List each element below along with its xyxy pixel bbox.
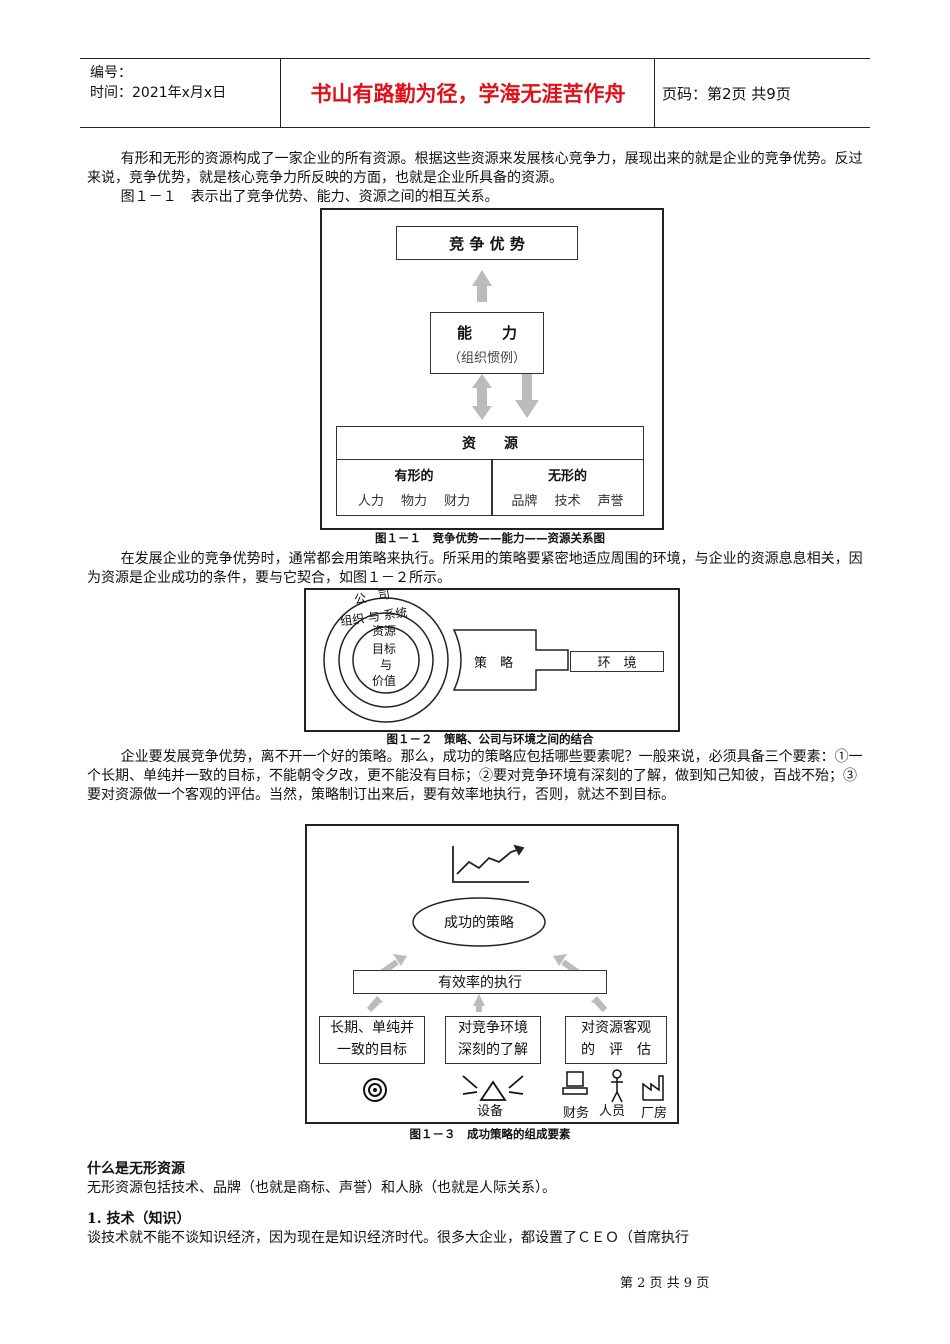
figure-2-graphic — [323, 597, 569, 723]
value-label: 价值 — [372, 674, 397, 688]
capability-sub: （组织惯例） — [447, 351, 526, 366]
capability-label: 能 力 — [456, 323, 517, 342]
intangible-items: 品牌 技术 声誉 — [511, 494, 624, 509]
page-header: 编号： 时间：2021年x月x日 书山有路勤为径，学海无涯苦作舟 页码：第2页 … — [80, 58, 870, 128]
growth-chart-icon — [452, 844, 529, 883]
section-text: 无形资源包括技术、品牌（也就是商标、声誉）和人脉（也就是人际关系）。 — [87, 1180, 556, 1196]
header-motto: 书山有路勤为径，学海无涯苦作舟 — [310, 82, 626, 106]
figure-2: 公 司 组织 与 系统 资源 目标 与 价值 策 略 环 境 — [304, 587, 680, 732]
tangible-items: 人力 物力 财力 — [357, 494, 471, 509]
resources-divider — [491, 460, 493, 515]
paragraph-3-text: 企业要发展竞争优势，离不开一个好的策略。那么，成功的策略应包括哪些要素呢？一般来… — [87, 749, 863, 803]
figure-3-caption: 图１－３ 成功策略的组成要素 — [409, 1127, 571, 1141]
factory-label: 厂房 — [641, 1106, 668, 1121]
success-strategy-label: 成功的策略 — [444, 915, 514, 931]
person-icon — [611, 1069, 623, 1103]
resource-eval-box: 对资源客观 的 评 估 — [565, 1016, 667, 1064]
strategy-shape — [452, 629, 569, 691]
company-circle — [323, 597, 449, 723]
equipment-label: 设备 — [477, 1104, 504, 1119]
down-arrow — [515, 374, 539, 418]
tangible-column: 有形的 人力 物力 财力 — [337, 465, 491, 509]
resource-circle — [352, 626, 420, 694]
factory-icon — [642, 1075, 664, 1101]
environment-box: 环 境 — [570, 651, 664, 672]
left-up-arrow — [393, 954, 407, 966]
strategy-label: 策 略 — [474, 656, 514, 671]
goal-box: 长期、单纯并 一致的目标 — [319, 1016, 425, 1064]
sub-text: 谈技术就不能不谈知识经济，因为现在是知识经济时代。很多大企业，都设置了ＣＥＯ（首… — [87, 1230, 689, 1246]
page-footer: 第 2 页 共 9 页 — [620, 1276, 710, 1291]
figure-1: 竞 争 优 势 能 力 （组织惯例） 资 源 有形的 人力 物力 财力 无形的 … — [320, 208, 664, 530]
org-circle — [338, 612, 434, 708]
section-heading: 什么是无形资源 — [87, 1161, 185, 1177]
double-arrow — [472, 374, 492, 420]
env-line-1: 对竞争环境 — [458, 1020, 528, 1036]
finance-label: 财务 — [563, 1106, 590, 1121]
computer-icon — [562, 1071, 588, 1095]
sub-heading: 1. 技术（知识） — [87, 1211, 191, 1227]
paragraph-2-text: 在发展企业的竞争优势时，通常都会用策略来执行。所采用的策略要紧密地适应周围的环境… — [87, 551, 863, 586]
resources-label: 资 源 — [337, 427, 643, 460]
env-line-2: 深刻的了解 — [458, 1042, 528, 1058]
intangible-column: 无形的 品牌 技术 声誉 — [492, 465, 643, 509]
res-line-2: 的 评 估 — [581, 1042, 651, 1058]
figure-2-caption: 图１－２ 策略、公司与环境之间的结合 — [386, 732, 594, 746]
environment-box: 对竞争环境 深刻的了解 — [445, 1016, 541, 1064]
header-divider — [280, 59, 281, 127]
capability-box: 能 力 （组织惯例） — [430, 312, 544, 374]
people-label: 人员 — [599, 1104, 626, 1119]
tangible-label: 有形的 — [394, 469, 434, 484]
header-page-info: 页码：第2页 共9页 — [662, 84, 791, 103]
equipment-icon — [462, 1075, 524, 1101]
mid-up-arrow — [473, 994, 485, 1006]
goal-line-1: 长期、单纯并 — [330, 1020, 414, 1036]
header-meta: 编号： 时间：2021年x月x日 — [90, 63, 226, 103]
intro-block: 有形和无形的资源构成了一家企业的所有资源。根据这些资源来发展核心竞争力，展现出来… — [87, 150, 865, 207]
target-icon — [363, 1078, 387, 1102]
time-label: 时间：2021年x月x日 — [90, 85, 227, 101]
intangible-label: 无形的 — [547, 469, 587, 484]
figure-3: 成功的策略 有效率的执行 长期、单纯并 一致的目标 对竞争环境 深刻的了解 对资… — [305, 824, 679, 1124]
resources-box: 资 源 有形的 人力 物力 财力 无形的 品牌 技术 声誉 — [336, 426, 644, 516]
header-divider — [654, 59, 655, 127]
advantage-box: 竞 争 优 势 — [396, 226, 578, 260]
goal-label: 目标 — [372, 642, 397, 656]
intro-figure-ref: 图１－１ 表示出了竞争优势、能力、资源之间的相互关系。 — [120, 189, 499, 205]
up-arrow — [472, 270, 492, 302]
res-line-1: 对资源客观 — [581, 1020, 651, 1036]
paragraph-3: 企业要发展竞争优势，离不开一个好的策略。那么，成功的策略应包括哪些要素呢？一般来… — [87, 748, 865, 805]
number-label: 编号： — [90, 65, 132, 81]
figure-1-caption: 图１－１ 竞争优势——能力——资源关系图 — [375, 531, 605, 545]
execution-box: 有效率的执行 — [353, 970, 607, 994]
right-up-arrow — [553, 954, 567, 966]
goal-line-2: 一致的目标 — [337, 1042, 407, 1058]
resources-label: 资源 — [372, 624, 397, 638]
intangible-section: 什么是无形资源 无形资源包括技术、品牌（也就是商标、声誉）和人脉（也就是人际关系… — [87, 1160, 865, 1248]
strategy-ellipse — [412, 897, 546, 947]
and-label: 与 — [380, 658, 393, 672]
intro-paragraph: 有形和无形的资源构成了一家企业的所有资源。根据这些资源来发展核心竞争力，展现出来… — [87, 151, 863, 186]
figure-1-arrows — [472, 270, 539, 420]
paragraph-2: 在发展企业的竞争优势时，通常都会用策略来执行。所采用的策略要紧密地适应周围的环境… — [87, 550, 865, 588]
